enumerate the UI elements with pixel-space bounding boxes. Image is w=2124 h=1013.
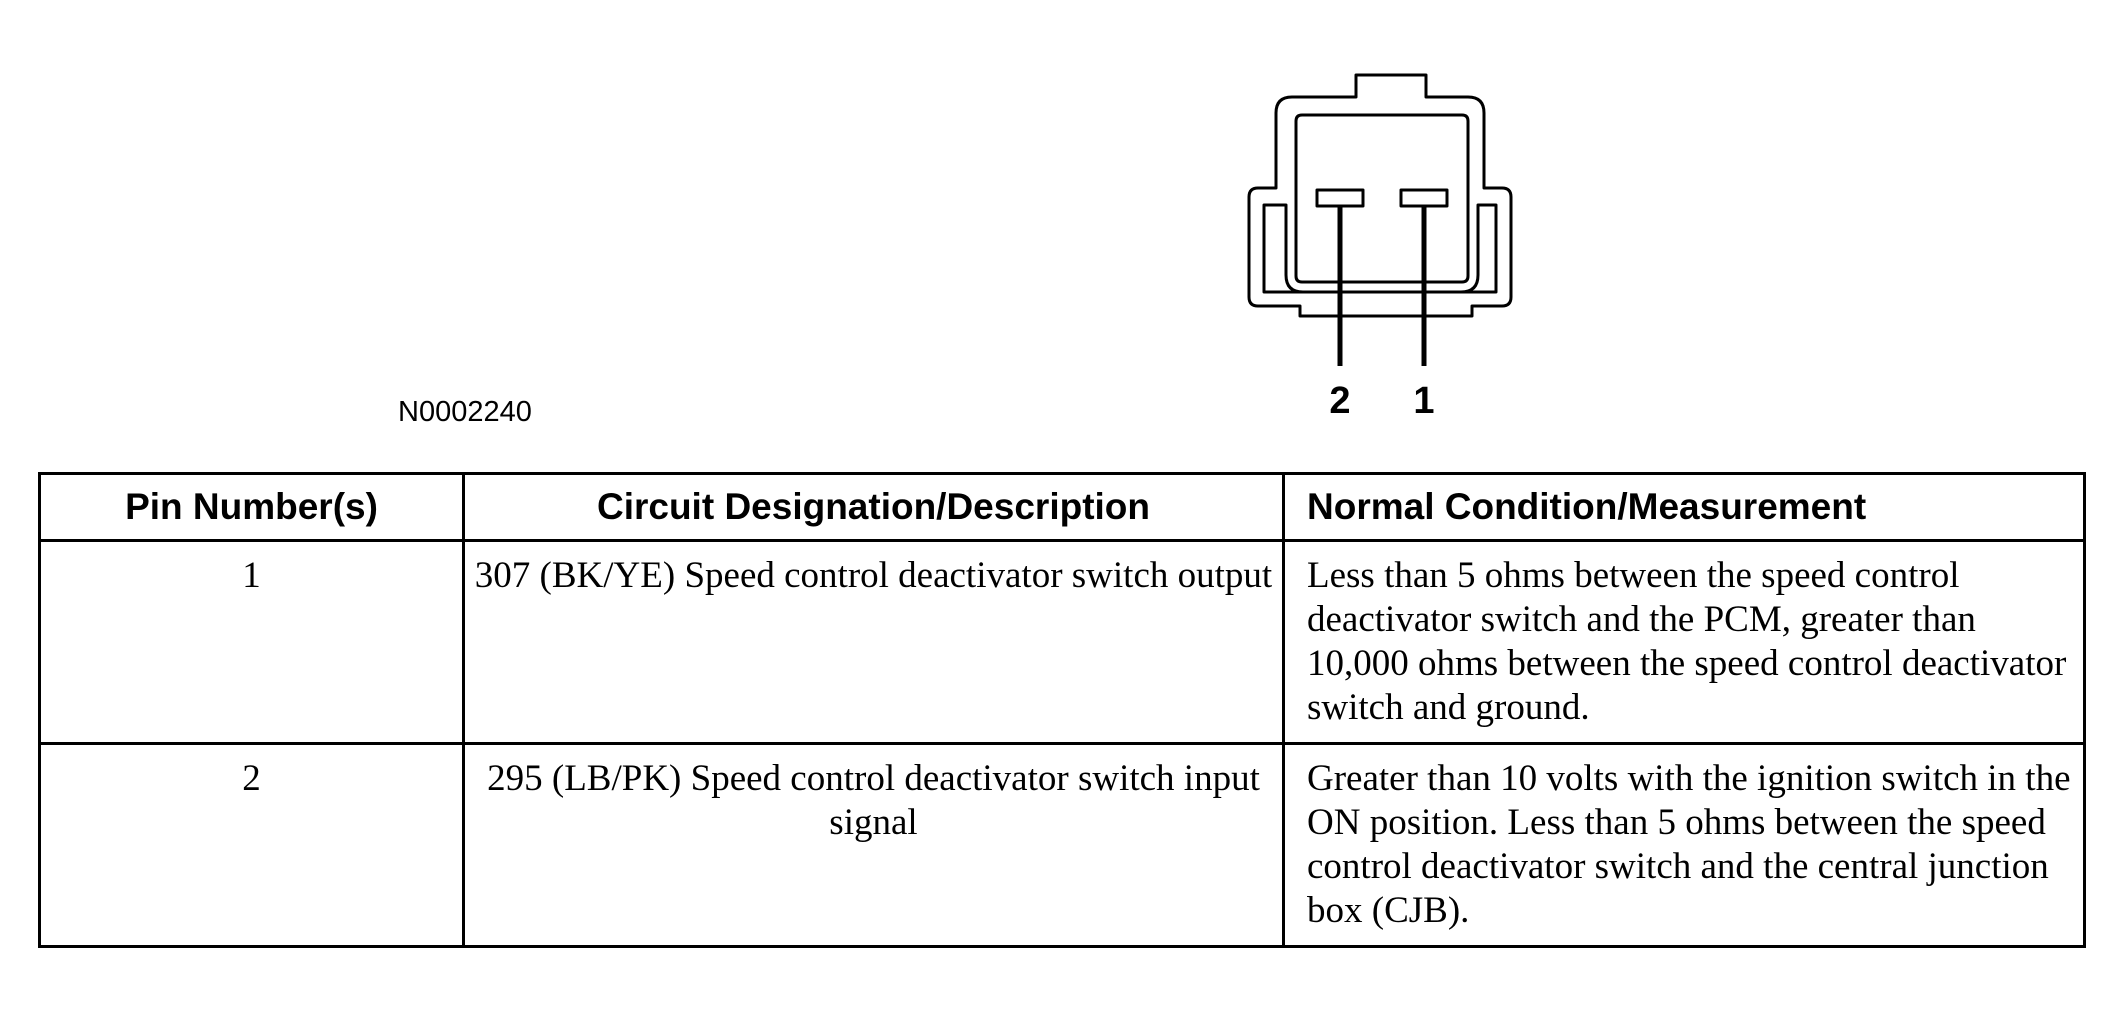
table-row: 2 295 (LB/PK) Speed control deactivator …: [38, 742, 2086, 948]
figure-id: N0002240: [398, 396, 532, 428]
pin-1-label: 1: [1413, 380, 1434, 422]
header-circuit: Circuit Designation/Description: [462, 472, 1285, 542]
connector-inner-cavity: [1294, 113, 1470, 284]
pin-2-label: 2: [1329, 380, 1350, 422]
cell-pin: 2: [38, 742, 465, 948]
cell-condition: Greater than 10 volts with the ignition …: [1282, 742, 2086, 948]
header-condition: Normal Condition/Measurement: [1282, 472, 2086, 542]
cell-pin: 1: [38, 539, 465, 745]
pin-table: Pin Number(s) Circuit Designation/Descri…: [38, 472, 2086, 948]
connector-diagram: 2 1: [1247, 73, 1513, 422]
table-header-row: Pin Number(s) Circuit Designation/Descri…: [38, 472, 2086, 542]
cell-condition: Less than 5 ohms between the speed contr…: [1282, 539, 2086, 745]
cell-circuit: 295 (LB/PK) Speed control deactivator sw…: [462, 742, 1285, 948]
cell-circuit: 307 (BK/YE) Speed control deactivator sw…: [462, 539, 1285, 745]
connector-latch-channel: [1262, 203, 1498, 294]
pin-2-terminal: [1315, 188, 1365, 208]
table-row: 1 307 (BK/YE) Speed control deactivator …: [38, 539, 2086, 745]
connector-outer-shell: [1247, 73, 1513, 318]
header-pin-number: Pin Number(s): [38, 472, 465, 542]
pin-1-terminal: [1399, 188, 1449, 208]
